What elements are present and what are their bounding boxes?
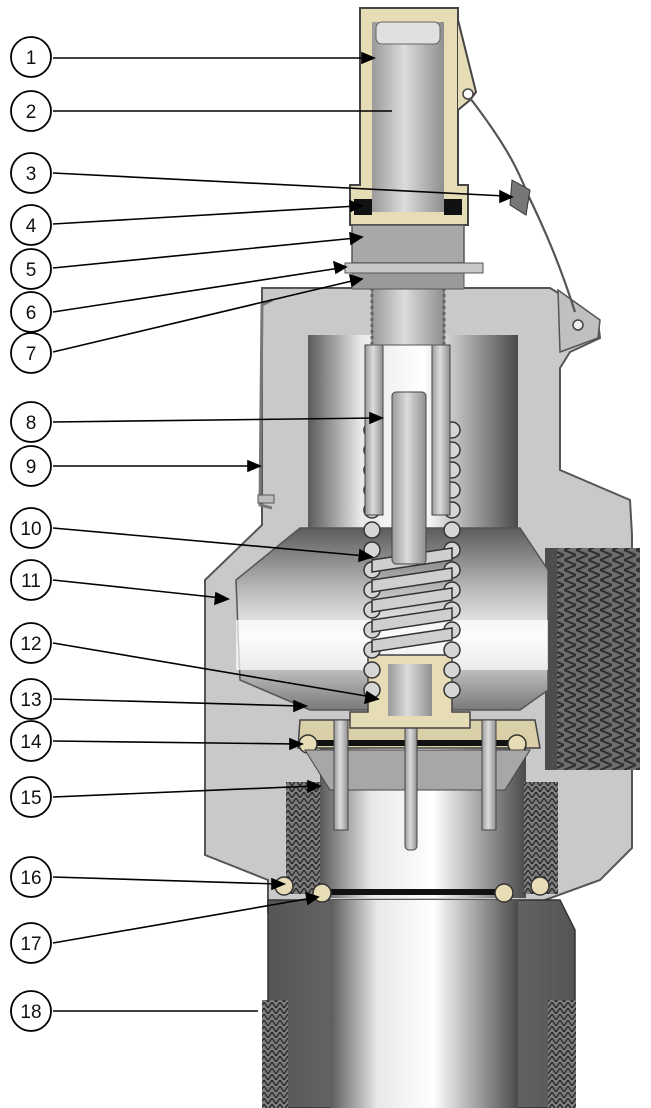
cap-top-plug	[375, 21, 441, 45]
inlet-bore	[330, 900, 518, 1108]
callout-13-label: 13	[20, 690, 41, 711]
spindle	[391, 391, 427, 565]
callout-2: 2	[10, 90, 52, 132]
callout-10-label: 10	[20, 519, 41, 540]
callout-16: 16	[10, 856, 52, 898]
callout-3: 3	[10, 152, 52, 194]
inner-threads-right	[524, 782, 558, 894]
leader-lines	[52, 51, 514, 1012]
callout-18-label: 18	[20, 1002, 41, 1023]
callout-1: 1	[10, 36, 52, 78]
inlet-threads-right	[548, 1000, 576, 1108]
callout-9-label: 9	[26, 457, 37, 478]
callout-5: 5	[10, 248, 52, 290]
callout-17: 17	[10, 922, 52, 964]
callout-13: 13	[10, 678, 52, 720]
callout-11-label: 11	[21, 571, 41, 592]
callout-8-label: 8	[26, 413, 37, 434]
callout-6-label: 6	[26, 303, 37, 324]
cap-seal-left	[354, 199, 372, 215]
callout-18: 18	[10, 990, 52, 1032]
callout-3-label: 3	[26, 164, 37, 185]
body-seal-right	[530, 876, 550, 896]
callout-14: 14	[10, 720, 52, 762]
callout-12-label: 12	[20, 634, 41, 655]
callout-6: 6	[10, 291, 52, 333]
callout-4: 4	[10, 204, 52, 246]
callout-2-label: 2	[26, 102, 37, 123]
callout-7-label: 7	[26, 344, 37, 365]
cap-seal-right	[444, 199, 462, 215]
callout-16-label: 16	[20, 868, 41, 889]
callout-17-label: 17	[20, 934, 41, 955]
inlet-threads-left	[262, 1000, 288, 1108]
callout-10: 10	[10, 507, 52, 549]
hinge-pin	[572, 319, 584, 331]
disc-holder-inner	[388, 664, 432, 716]
guide-pin-right	[481, 719, 497, 831]
callout-9: 9	[10, 445, 52, 487]
callout-5-label: 5	[26, 260, 37, 281]
callout-15-label: 15	[20, 788, 41, 809]
callout-8: 8	[10, 401, 52, 443]
callout-4-label: 4	[26, 216, 37, 237]
lower-oring-band	[320, 889, 505, 895]
callout-15: 15	[10, 776, 52, 818]
side-lever	[258, 298, 273, 510]
callout-1-label: 1	[26, 48, 37, 69]
callout-11: 11	[10, 559, 52, 601]
callout-14-label: 14	[20, 732, 42, 753]
lower-oring-right	[494, 883, 514, 903]
callout-12: 12	[10, 622, 52, 664]
outlet-port-threads	[545, 548, 640, 770]
seal-wire-eyelet	[462, 88, 474, 100]
cap-bore	[372, 22, 444, 212]
callout-7: 7	[10, 332, 52, 374]
guide-pin-left	[333, 719, 349, 831]
side-lever-tab	[257, 494, 275, 504]
inner-threads-left	[286, 782, 320, 894]
